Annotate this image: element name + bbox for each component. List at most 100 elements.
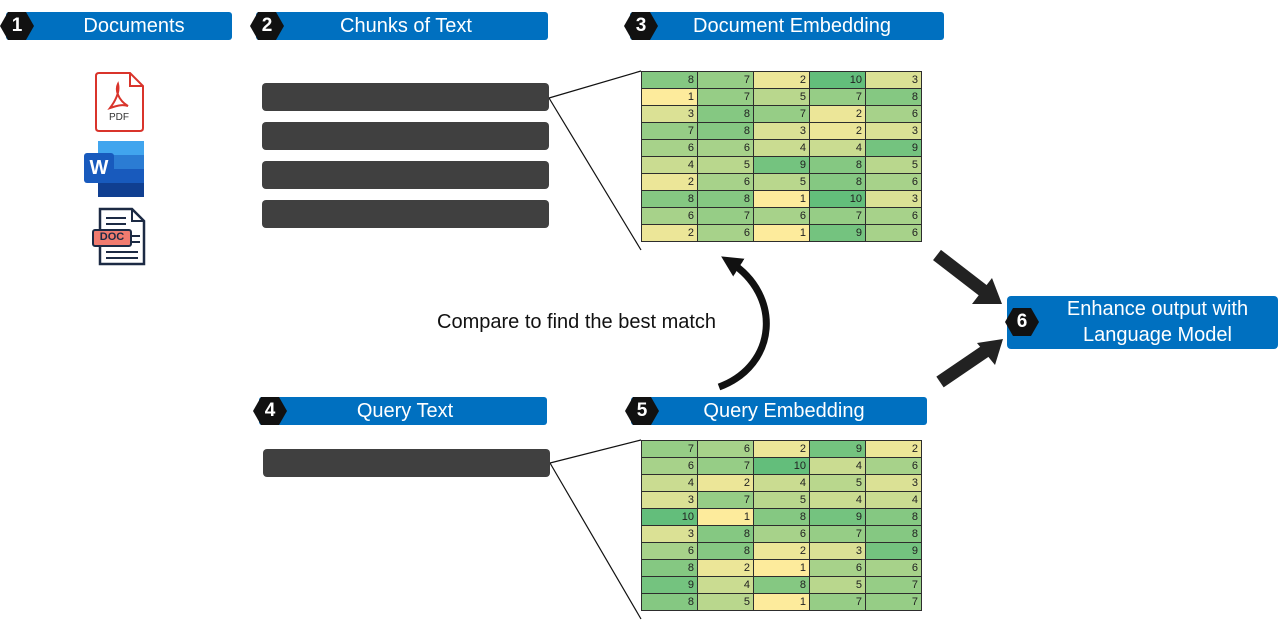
text-chunk-1 [262, 83, 549, 111]
embedding-cell: 7 [809, 525, 866, 543]
embedding-cell: 6 [641, 542, 698, 560]
embedding-cell: 5 [809, 474, 866, 492]
query-text-bar [263, 449, 550, 477]
embedding-cell: 3 [641, 105, 698, 123]
word-file-icon: W [84, 141, 146, 197]
embedding-cell: 6 [865, 224, 922, 242]
step-3-title: Document Embedding [693, 15, 891, 37]
embedding-cell: 7 [641, 122, 698, 140]
embedding-cell: 9 [753, 156, 810, 174]
embedding-cell: 10 [809, 71, 866, 89]
embedding-cell: 8 [697, 190, 754, 208]
embedding-cell: 2 [697, 474, 754, 492]
zoom-line-query-bottom [549, 462, 642, 620]
embedding-cell: 3 [865, 71, 922, 89]
step-6-badge: 6 [1005, 308, 1039, 336]
doc-file-icon: DOC [92, 206, 148, 268]
embedding-cell: 8 [809, 173, 866, 191]
embedding-cell: 7 [809, 88, 866, 106]
embedding-cell: 10 [809, 190, 866, 208]
step-2-title: Chunks of Text [340, 15, 472, 37]
embedding-cell: 4 [809, 491, 866, 509]
embedding-cell: 6 [865, 105, 922, 123]
step-5-title: Query Embedding [703, 400, 865, 422]
embedding-cell: 8 [697, 525, 754, 543]
embedding-cell: 9 [809, 224, 866, 242]
embedding-cell: 1 [753, 559, 810, 577]
embedding-cell: 9 [641, 576, 698, 594]
embedding-cell: 2 [641, 173, 698, 191]
embedding-cell: 7 [697, 457, 754, 475]
step-6-title-line2: Language Model [1082, 324, 1232, 346]
embedding-cell: 4 [641, 156, 698, 174]
embedding-cell: 3 [641, 525, 698, 543]
step-2-header: 2 Chunks of Text [250, 12, 548, 40]
zoom-line-query-top [549, 439, 642, 464]
embedding-cell: 1 [641, 88, 698, 106]
embedding-cell: 5 [753, 173, 810, 191]
embedding-cell: 9 [809, 440, 866, 458]
embedding-cell: 1 [697, 508, 754, 526]
embedding-cell: 3 [753, 122, 810, 140]
embedding-cell: 7 [809, 593, 866, 611]
embedding-cell: 2 [641, 224, 698, 242]
embedding-cell: 8 [809, 156, 866, 174]
embedding-cell: 6 [753, 207, 810, 225]
embedding-cell: 5 [753, 88, 810, 106]
text-chunk-4 [262, 200, 549, 228]
embedding-cell: 9 [865, 139, 922, 157]
doc-icon-text: DOC [99, 231, 125, 243]
embedding-cell: 7 [753, 105, 810, 123]
embedding-cell: 3 [809, 542, 866, 560]
embedding-cell: 4 [753, 139, 810, 157]
embedding-cell: 5 [865, 156, 922, 174]
embedding-cell: 2 [753, 440, 810, 458]
step-3-badge: 3 [624, 12, 658, 40]
embedding-cell: 2 [697, 559, 754, 577]
step-6-box: 6 Enhance output with Language Model [1005, 296, 1278, 349]
embedding-cell: 6 [697, 224, 754, 242]
embedding-cell: 6 [753, 525, 810, 543]
pdf-file-icon: PDF [94, 72, 144, 132]
embedding-cell: 5 [809, 576, 866, 594]
step-4-badge: 4 [253, 397, 287, 425]
embedding-cell: 7 [697, 88, 754, 106]
step-5-badge: 5 [625, 397, 659, 425]
embedding-cell: 8 [641, 559, 698, 577]
embedding-cell: 6 [865, 457, 922, 475]
embedding-cell: 7 [697, 207, 754, 225]
embedding-cell: 7 [865, 576, 922, 594]
embedding-cell: 4 [865, 491, 922, 509]
step-4-title: Query Text [356, 400, 454, 422]
embedding-cell: 5 [697, 593, 754, 611]
embedding-cell: 3 [865, 122, 922, 140]
embedding-cell: 6 [697, 440, 754, 458]
zoom-line-doc-top [548, 70, 642, 99]
embedding-cell: 7 [865, 593, 922, 611]
embedding-cell: 8 [865, 88, 922, 106]
embedding-cell: 6 [697, 139, 754, 157]
step-3-header: 3 Document Embedding [624, 12, 944, 40]
embedding-cell: 4 [809, 139, 866, 157]
embedding-cell: 6 [641, 207, 698, 225]
embedding-cell: 6 [865, 173, 922, 191]
embedding-cell: 8 [865, 525, 922, 543]
embedding-cell: 4 [697, 576, 754, 594]
embedding-cell: 1 [753, 224, 810, 242]
embedding-cell: 6 [809, 559, 866, 577]
